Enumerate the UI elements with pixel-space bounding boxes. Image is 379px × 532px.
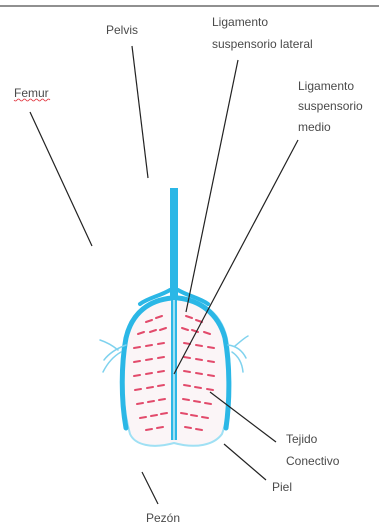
labels: Pelvis Femur Ligamento suspensorio later… (14, 15, 363, 525)
label-pezon: Pezón (146, 511, 180, 525)
label-femur: Femur (14, 86, 49, 100)
label-ligamento-medio-3: medio (298, 120, 331, 134)
leader-ligamento-medio (174, 140, 298, 374)
leader-pezon (142, 472, 158, 504)
leader-ligamento-lateral (186, 60, 238, 312)
label-ligamento-lateral-1: Ligamento (212, 15, 268, 29)
label-tejido-1: Tejido (286, 432, 318, 446)
label-tejido-2: Conectivo (286, 454, 340, 468)
leader-pelvis (132, 46, 148, 178)
label-ligamento-lateral-2: suspensorio lateral (212, 37, 313, 51)
leader-piel (224, 444, 266, 480)
udder-illustration (100, 188, 248, 446)
label-ligamento-medio-1: Ligamento (298, 79, 354, 93)
label-pelvis: Pelvis (106, 23, 138, 37)
median-ligament-stem (170, 188, 178, 300)
leader-femur (30, 112, 92, 246)
vessels-right (228, 336, 248, 372)
label-ligamento-medio-2: suspensorio (298, 99, 363, 113)
label-piel: Piel (272, 480, 292, 494)
